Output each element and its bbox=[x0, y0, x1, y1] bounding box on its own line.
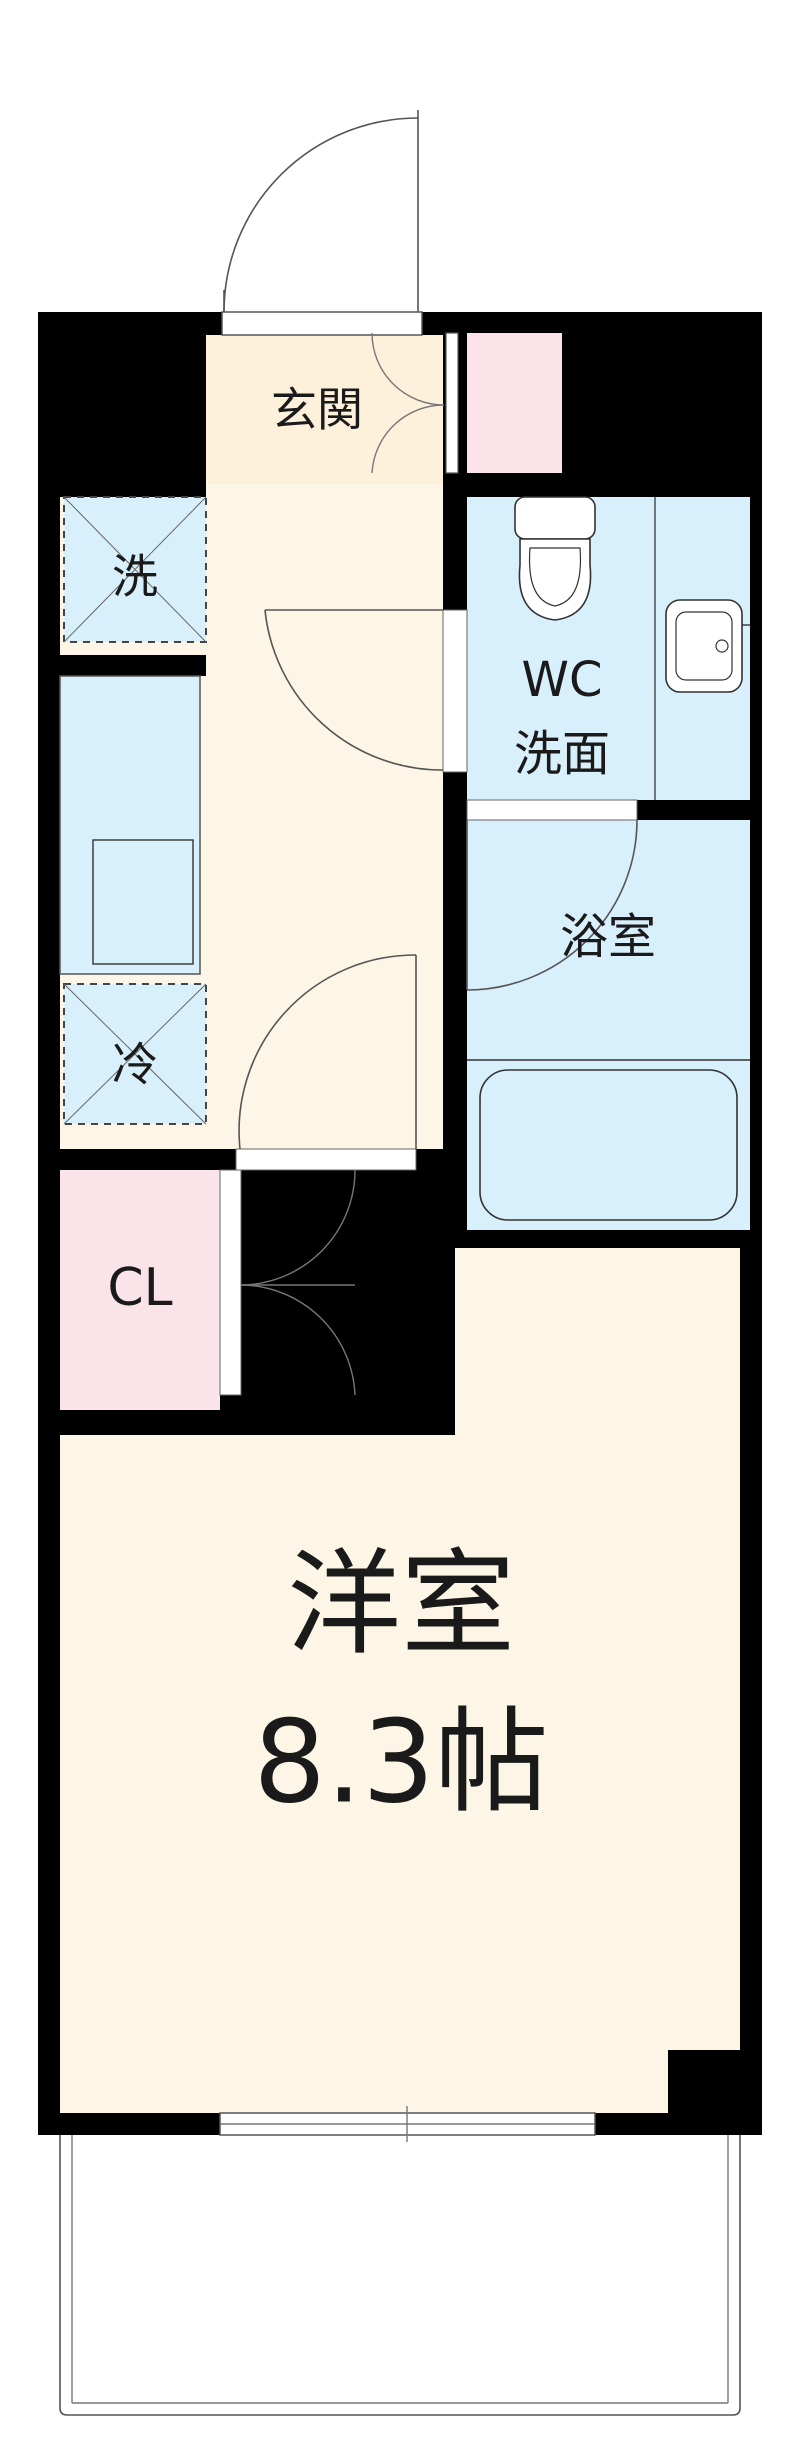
room-door-opening bbox=[235, 1148, 417, 1171]
closet-floor bbox=[60, 1170, 220, 1410]
partition-closet-room bbox=[60, 1410, 241, 1435]
washer-label: 洗 bbox=[112, 550, 158, 604]
partition-entrance-wet bbox=[443, 473, 750, 497]
wc-door-opening bbox=[442, 609, 468, 773]
wc-label-line1: WC bbox=[522, 652, 603, 708]
washbasin-icon bbox=[654, 497, 750, 800]
toilet-icon bbox=[514, 496, 596, 621]
closet-door-opening bbox=[219, 1169, 242, 1396]
western-room-floor bbox=[60, 1248, 740, 2113]
corridor-floor bbox=[206, 484, 443, 1149]
western-room-label-line1: 洋室 bbox=[287, 1537, 515, 1670]
kitchen-counter bbox=[59, 675, 201, 975]
fridge-space bbox=[63, 983, 207, 1125]
wc-door-swing bbox=[264, 609, 444, 771]
partition-washer-kitchen bbox=[60, 655, 206, 676]
bathtub-icon bbox=[467, 1059, 750, 1221]
entrance-label: 玄関 bbox=[271, 383, 363, 437]
balcony bbox=[59, 2135, 741, 2416]
closet-label: CL bbox=[107, 1258, 172, 1318]
wc-label-line2: 洗面 bbox=[514, 726, 610, 782]
bath-door-opening bbox=[466, 799, 638, 821]
room-door-swing bbox=[238, 954, 417, 1150]
washer-space bbox=[63, 496, 207, 643]
fridge-label: 冷 bbox=[112, 1038, 158, 1092]
western-room-label-line2: 8.3帖 bbox=[253, 1695, 548, 1828]
entrance-door bbox=[223, 110, 419, 313]
shoe-cabinet bbox=[467, 333, 562, 473]
shoe-cabinet-door bbox=[445, 332, 459, 474]
bath-door-swing bbox=[466, 819, 638, 991]
partition-kitchen-closet bbox=[60, 1149, 236, 1170]
partition-wet-area bbox=[443, 484, 467, 1248]
entrance-floor bbox=[206, 335, 443, 484]
partition-wet-bottom bbox=[443, 1230, 750, 1248]
entrance-door-opening bbox=[221, 311, 423, 336]
shoe-cabinet-swing bbox=[371, 332, 445, 474]
bath-label: 浴室 bbox=[560, 909, 656, 965]
